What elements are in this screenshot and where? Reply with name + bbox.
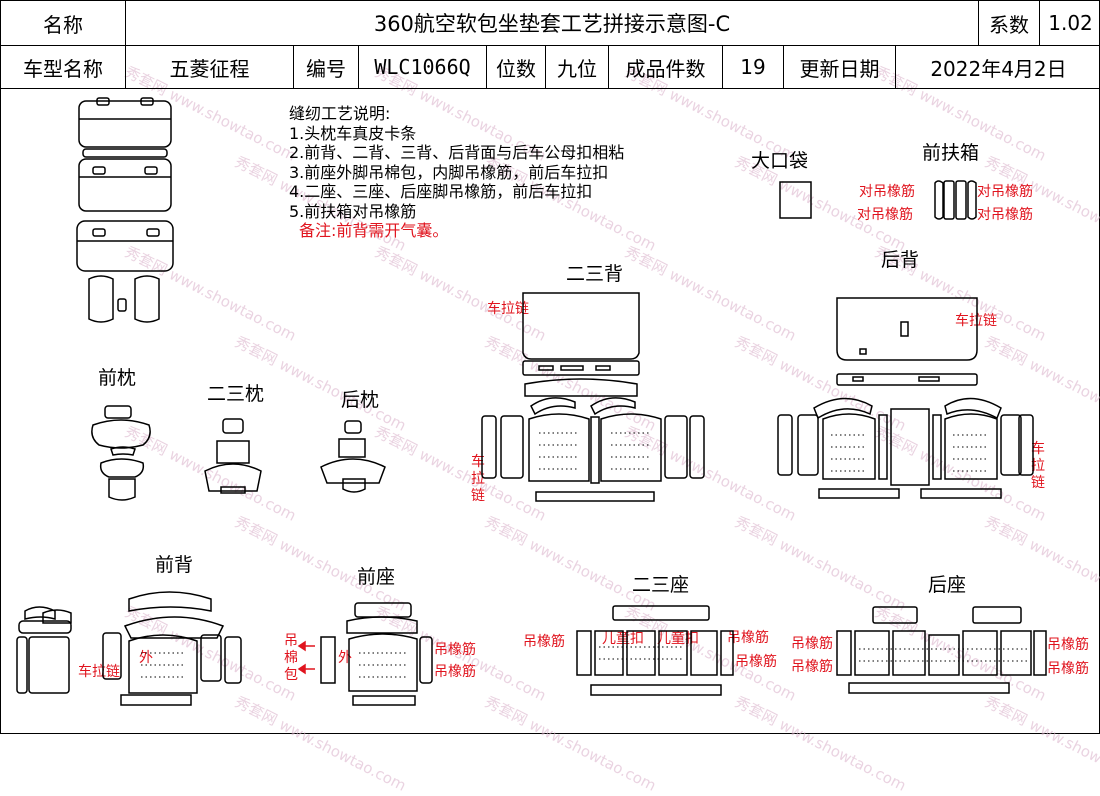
annot-cotton-pack: 吊棉包: [284, 633, 298, 683]
header-table: 名称 360航空软包坐垫套工艺拼接示意图-C 系数 1.02 车型名称 五菱征程…: [1, 1, 1100, 89]
label-rear-seat: 后座: [928, 574, 967, 596]
cotton-pack-arrows: [297, 640, 315, 675]
date-value: 2022年4月2日: [896, 46, 1100, 89]
annot-elastic: 吊橡筋: [434, 642, 476, 658]
seat-23-pieces: [576, 605, 734, 696]
note-line: 2.前背、二背、三背、后背面与后车公母扣相粘: [289, 143, 625, 162]
annot-elastic: 吊橡筋: [791, 636, 833, 652]
code-value: WLC1066Q: [359, 46, 487, 89]
note-line: 1.头枕车真皮卡条: [289, 123, 417, 143]
annot-elastic: 吊橡筋: [434, 664, 476, 680]
coef-label: 系数: [979, 1, 1040, 46]
model-label: 车型名称: [1, 46, 126, 89]
label-front-armbox: 前扶箱: [922, 142, 980, 164]
front-seats-thumbnail: [88, 275, 160, 323]
label-front-pillow: 前枕: [98, 367, 137, 389]
label-pillow-23: 二三枕: [207, 383, 265, 405]
seats-label: 位数: [487, 46, 546, 89]
annot-elastic: 吊橡筋: [1047, 661, 1089, 677]
rear-seat-pieces: [836, 606, 1047, 694]
note-line: 3.前座外脚吊棉包，内脚吊橡筋，前后车拉扣: [289, 162, 609, 182]
annot-zipper: 车拉链: [487, 301, 529, 317]
annot-zipper-vertical: 车拉链: [1031, 441, 1045, 491]
annot-child-buckle: 儿童扣: [657, 631, 699, 647]
notes-heading: 缝纫工艺说明:: [289, 104, 391, 123]
page-title: 360航空软包坐垫套工艺拼接示意图-C: [126, 1, 979, 46]
annot-zipper: 车拉链: [78, 664, 120, 680]
seat-row-thumbnail-1: [78, 97, 172, 158]
annot-elastic: 吊橡筋: [523, 634, 565, 650]
annot-zipper: 车拉链: [955, 313, 997, 329]
annot-elastic: 吊橡筋: [1047, 637, 1089, 653]
notes-remark: 备注:前背需开气囊。: [299, 221, 449, 240]
seat-row-thumbnail-2: [78, 158, 172, 212]
sewing-notes: 缝纫工艺说明: 1.头枕车真皮卡条 2.前背、二背、三背、后背面与后车公母扣相粘…: [289, 104, 624, 241]
coef-value: 1.02: [1040, 1, 1100, 46]
label-rear-back: 后背: [881, 249, 920, 271]
annot-outer: 外: [139, 650, 153, 666]
rear-pillow-pieces: [320, 420, 386, 493]
seats-value: 九位: [546, 46, 609, 89]
annot-elastic: 吊橡筋: [735, 654, 777, 670]
note-line: 4.二座、三座、后座脚吊橡筋，前后车拉扣: [289, 182, 593, 201]
annot-elastic: 吊橡筋: [791, 659, 833, 675]
annot-pair-elastic: 对吊橡筋: [857, 207, 913, 223]
front-seat-pieces: [320, 602, 433, 706]
annot-pair-elastic: 对吊橡筋: [977, 184, 1033, 200]
name-label: 名称: [1, 1, 126, 46]
date-label: 更新日期: [784, 46, 896, 89]
pieces-value: 19: [723, 46, 784, 89]
front-armbox-pieces: [934, 180, 977, 220]
annot-pair-elastic: 对吊橡筋: [977, 207, 1033, 223]
label-seat-23: 二三座: [632, 574, 690, 596]
back-23-pieces: [481, 292, 705, 502]
label-front-seat: 前座: [357, 566, 396, 588]
label-rear-pillow: 后枕: [341, 389, 380, 411]
label-back-23: 二三背: [566, 263, 624, 285]
model-value: 五菱征程: [126, 46, 294, 89]
seat-row-thumbnail-3: [76, 220, 174, 272]
label-big-pocket: 大口袋: [751, 150, 809, 172]
annot-elastic: 吊橡筋: [727, 630, 769, 646]
rear-back-pieces: [777, 297, 1034, 499]
front-pillow-pieces: [91, 405, 151, 501]
big-pocket-piece: [779, 181, 812, 219]
pattern-drawings: [16, 97, 1047, 706]
label-front-back: 前背: [155, 554, 194, 576]
code-label: 编号: [294, 46, 359, 89]
note-line: 5.前扶箱对吊橡筋: [289, 201, 417, 221]
annot-pair-elastic: 对吊橡筋: [859, 184, 915, 200]
front-back-pieces: [16, 591, 242, 706]
pieces-label: 成品件数: [609, 46, 723, 89]
pillow-23-pieces: [204, 418, 262, 494]
